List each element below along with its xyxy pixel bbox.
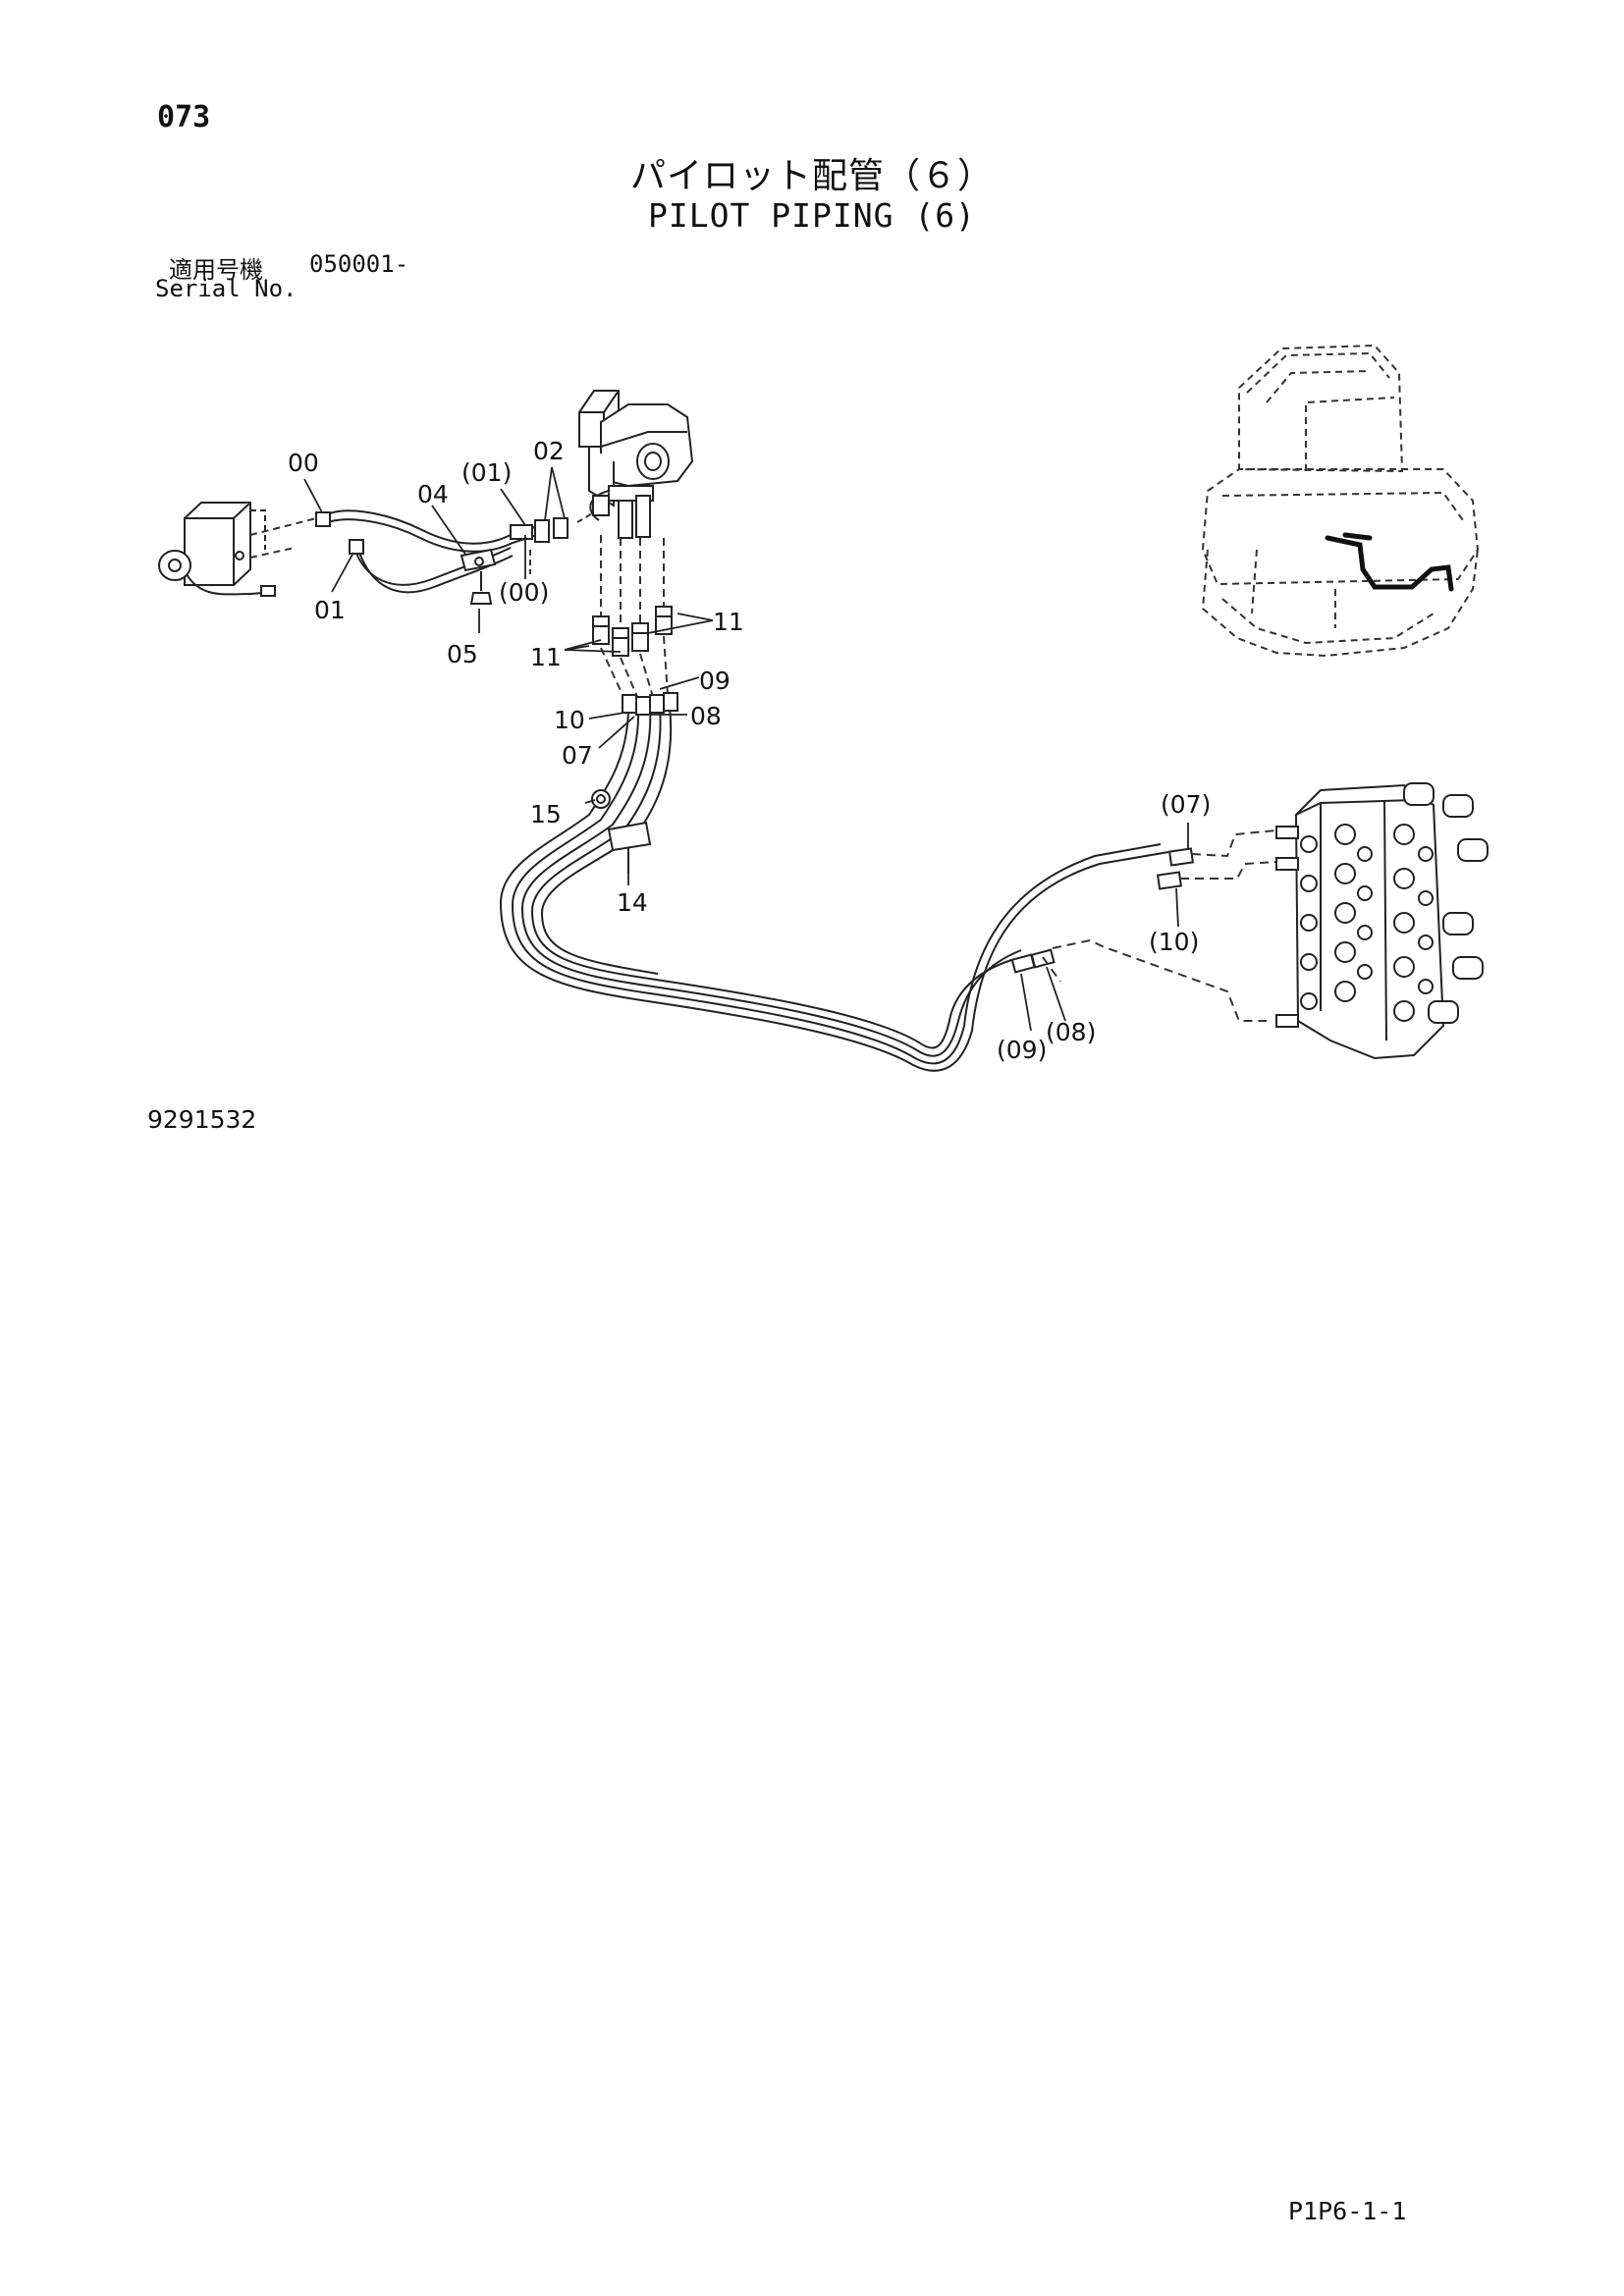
hose-end-fittings: [622, 692, 1194, 974]
title-english: PILOT PIPING (6): [648, 196, 976, 235]
callout-02: 02: [533, 437, 565, 465]
page-code: P1P6-1-1: [1288, 2197, 1407, 2225]
title-japanese: パイロット配管（６）: [629, 156, 994, 196]
callout-09: 09: [699, 667, 731, 695]
leader-lines: [303, 466, 1189, 1032]
block-to-fittings-dashed: [600, 535, 665, 628]
serial-number-value: 050001-: [309, 250, 409, 278]
main-hose-bundle: [499, 706, 1169, 1072]
bolt-05: [469, 571, 493, 605]
callout-10: 10: [554, 706, 585, 734]
callout-04: 04: [417, 480, 449, 508]
machine-overview-inset: [1201, 344, 1480, 658]
callout-labels: 00 01 04 (01) 02 (00) 05 11 11 09 08 10 …: [288, 437, 1211, 1064]
hoses-to-valve-dashed: [1042, 829, 1277, 1022]
callout-08: 08: [690, 702, 722, 730]
clamp-04: [460, 548, 497, 572]
callout-01-paren: (01): [461, 458, 512, 487]
callout-11-right: 11: [713, 608, 744, 636]
serial-label-japanese: 適用号機: [169, 256, 263, 284]
solenoid-valve: [158, 502, 276, 597]
callout-00-paren: (00): [499, 578, 549, 607]
solenoid-to-block-dashed: [249, 517, 317, 559]
callout-14: 14: [617, 888, 648, 917]
callout-09-paren: (09): [997, 1036, 1047, 1064]
highlighted-pilot-line: [1325, 532, 1454, 592]
drawing-number: 9291532: [147, 1105, 257, 1134]
pilot-valve-block: [578, 390, 694, 539]
fitting-11-set: [592, 606, 673, 657]
callout-01: 01: [314, 596, 346, 624]
callout-15: 15: [530, 800, 562, 828]
hose-01-group: [315, 509, 568, 594]
bolt-15: [591, 789, 611, 809]
dashed-leader-04: [529, 511, 595, 574]
callout-07: 07: [562, 741, 593, 770]
callout-08-paren: (08): [1046, 1018, 1096, 1046]
serial-label-english: Serial No.: [155, 275, 298, 302]
page-number: 073: [157, 100, 211, 134]
clamp-14: [607, 821, 652, 874]
callout-10-paren: (10): [1149, 928, 1199, 956]
fittings-to-hoses-dashed: [600, 635, 669, 700]
callout-05: 05: [447, 640, 478, 668]
callout-11-left: 11: [530, 643, 562, 671]
control-valve: [1275, 782, 1489, 1060]
callout-00: 00: [288, 449, 319, 477]
callout-07-paren: (07): [1161, 790, 1211, 819]
